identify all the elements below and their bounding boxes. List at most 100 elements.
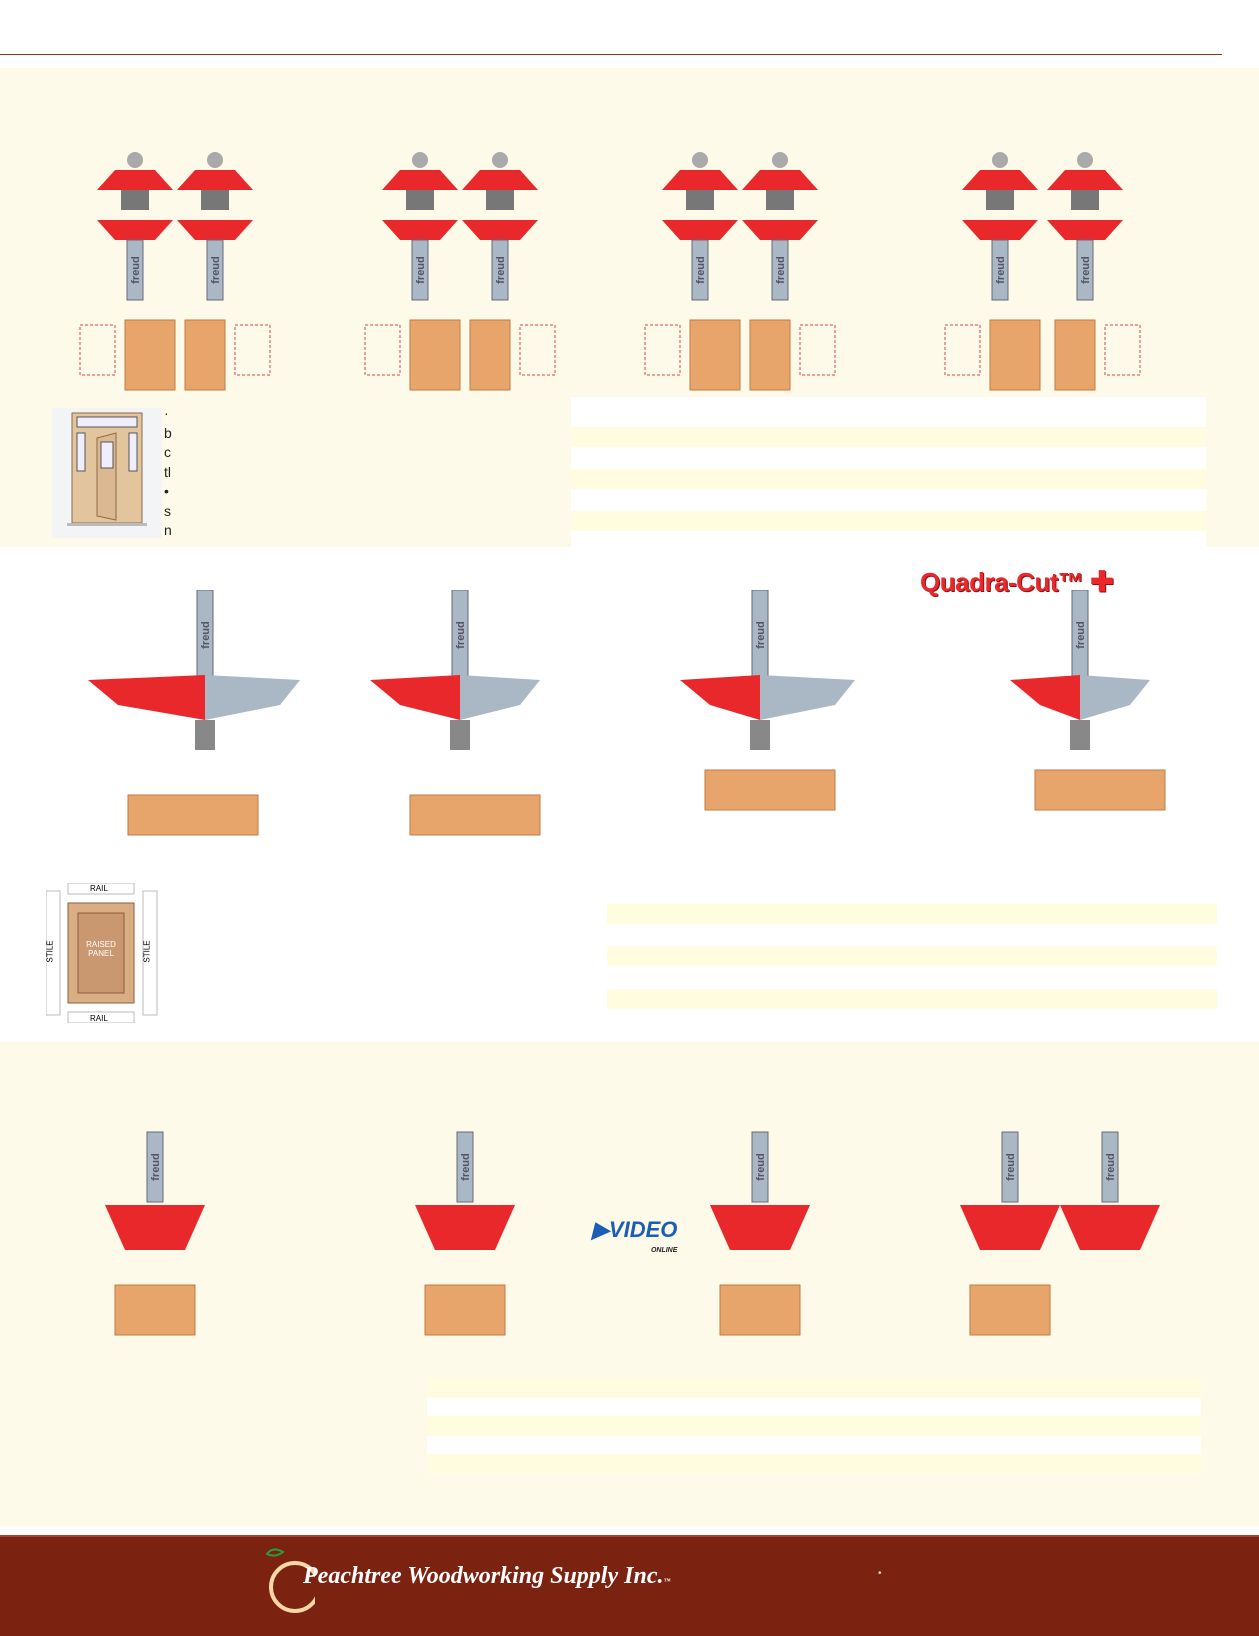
panel-cutter-steel [760, 675, 855, 720]
shank [771, 239, 789, 301]
freud-shank-label: freud [415, 256, 427, 284]
profile-outline [799, 324, 836, 376]
wood-profile [184, 319, 226, 391]
freud-shank-label: freud [1080, 256, 1092, 284]
freud-shank-label: freud [1075, 621, 1087, 649]
header-rule [0, 54, 1222, 55]
joinery-cutter [960, 1205, 1060, 1250]
bearing [992, 152, 1008, 168]
shank [491, 239, 509, 301]
wood-profile [1034, 769, 1166, 811]
bearing [492, 152, 508, 168]
shank [1076, 239, 1094, 301]
spacer [1071, 190, 1099, 210]
freud-shank-label: freud [455, 621, 467, 649]
footer-bar [0, 1535, 1259, 1636]
profile-outline [1104, 324, 1141, 376]
bearing [412, 152, 428, 168]
cutter-lower [742, 220, 818, 240]
rail-label-bottom: RAIL [90, 1014, 108, 1023]
wood-profile [989, 319, 1041, 391]
stile-label-right: STILE [142, 940, 152, 963]
cutter-upper [1047, 170, 1123, 190]
video-online-badge[interactable]: ▶VIDEO ONLINE [592, 1217, 678, 1255]
spacer [121, 190, 149, 210]
wood-profile [704, 769, 836, 811]
stile-label-left: STILE [45, 940, 55, 963]
cutter-lower [462, 220, 538, 240]
cutter-lower [382, 220, 458, 240]
profile-outline [234, 324, 271, 376]
joinery-cutter [710, 1205, 810, 1250]
profile-outline [644, 324, 681, 376]
freud-shank-label: freud [695, 256, 707, 284]
freud-shank-label: freud [150, 1153, 162, 1181]
wood-profile [409, 319, 461, 391]
freud-shank-label: freud [495, 256, 507, 284]
wood-profile [127, 794, 259, 836]
panel-cutter [680, 675, 760, 720]
freud-shank-label: freud [1005, 1153, 1017, 1181]
shank [991, 239, 1009, 301]
spacer [406, 190, 434, 210]
wood-profile [424, 1284, 506, 1336]
bearing [207, 152, 223, 168]
panel-cutter-steel [1080, 675, 1150, 720]
freud-shank-label: freud [755, 1153, 767, 1181]
panel-diagram: RAIL RAIL STILE STILE RAISED PANEL [45, 882, 161, 1024]
profile-outline [519, 324, 556, 376]
panel-cutter-steel [460, 675, 540, 720]
freud-shank-label: freud [200, 621, 212, 649]
cutter-lower [962, 220, 1038, 240]
bearing [750, 720, 770, 750]
quadracut-logo: Quadra-Cut™ ✚ [920, 566, 1114, 597]
bearing [195, 720, 215, 750]
joinery-bit-illustrations: freud freud freud freud freud [0, 1120, 1259, 1360]
bearing [1077, 152, 1093, 168]
profile-outline [944, 324, 981, 376]
wood-profile [719, 1284, 801, 1336]
shank [126, 239, 144, 301]
door-illustration [52, 408, 162, 538]
spec-table-joinery [427, 1378, 1201, 1474]
text-fragment: s [164, 502, 171, 519]
spacer [201, 190, 229, 210]
cutter-lower [662, 220, 738, 240]
freud-shank-label: freud [755, 621, 767, 649]
freud-shank-label: freud [995, 256, 1007, 284]
freud-shank-label: freud [460, 1153, 472, 1181]
shank [1001, 1131, 1019, 1203]
raised-panel-label: RAISED PANEL [86, 940, 116, 958]
wood-profile [689, 319, 741, 391]
cutter-upper [742, 170, 818, 190]
freud-shank-label: freud [210, 256, 222, 284]
cutter-upper [177, 170, 253, 190]
spec-table-raised-panel [607, 904, 1217, 1012]
spacer [486, 190, 514, 210]
freud-shank-label: freud [1105, 1153, 1117, 1181]
cutter-lower [1047, 220, 1123, 240]
shank [206, 239, 224, 301]
door-icon [52, 408, 162, 538]
text-fragment: tl [164, 463, 171, 480]
text-fragment: b [164, 424, 172, 441]
panel-cutter [88, 675, 205, 720]
spacer [766, 190, 794, 210]
bearing [692, 152, 708, 168]
cutter-upper [97, 170, 173, 190]
panel-cutter [370, 675, 460, 720]
text-fragment: · [164, 405, 169, 421]
bearing [127, 152, 143, 168]
wood-profile [969, 1284, 1051, 1336]
text-fragment: • [164, 483, 169, 499]
wood-profile [409, 794, 541, 836]
rail-label-top: RAIL [90, 884, 108, 893]
cutter-lower [177, 220, 253, 240]
shank [146, 1131, 164, 1203]
shank [751, 1131, 769, 1203]
spacer [686, 190, 714, 210]
joinery-cutter [105, 1205, 205, 1250]
shank [1101, 1131, 1119, 1203]
joinery-cutter [1060, 1205, 1160, 1250]
